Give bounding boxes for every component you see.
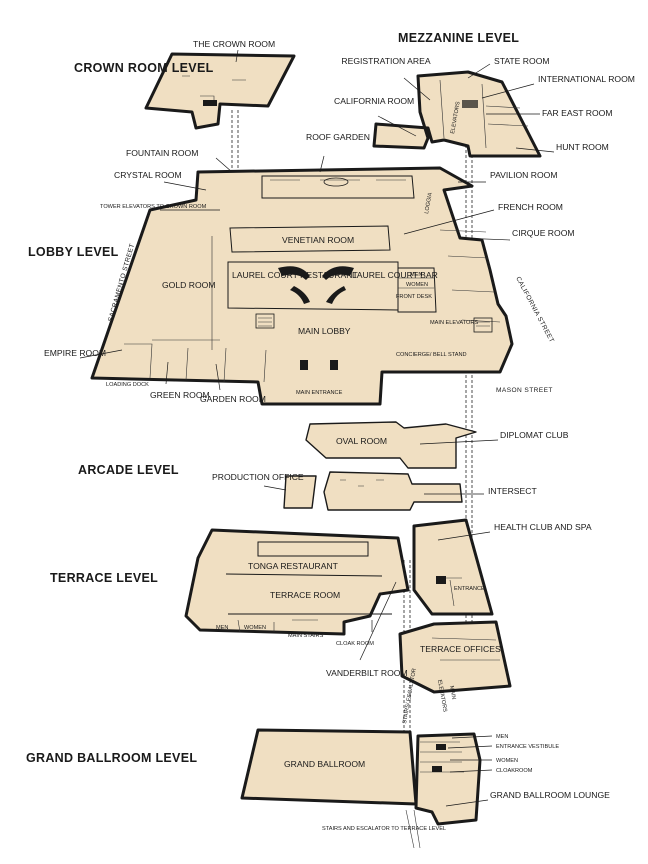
label-ballroom-men: MEN [496,734,508,740]
label-registration-area: REGISTRATION AREA [341,56,430,66]
label-intersect: INTERSECT [488,486,537,496]
label-cirque-room: CIRQUE ROOM [512,228,575,238]
label-front-desk: FRONT DESK [396,294,432,300]
label-california-room: CALIFORNIA ROOM [334,96,414,106]
arcade-level [283,421,477,511]
label-entrance-vestibule: ENTRANCE VESTIBULE [496,744,559,750]
label-main-entrance: MAIN ENTRANCE [296,390,343,396]
level-title-mezzanine: MEZZANINE LEVEL [398,31,519,45]
label-laurel-court-bar: LAUREL COURT BAR [352,270,438,280]
terrace-floor[interactable] [184,528,410,636]
label-state-room: STATE ROOM [494,56,550,66]
level-title-crown: CROWN ROOM LEVEL [74,61,214,75]
label-mason-street: MASON STREET [496,387,553,394]
label-grand-ballroom-lounge: GRAND BALLROOM LOUNGE [490,790,610,800]
level-title-ballroom: GRAND BALLROOM LEVEL [26,751,197,765]
label-gold-room: GOLD ROOM [162,280,215,290]
mezzanine-level [372,70,542,158]
label-terrace-offices: TERRACE OFFICES [420,644,501,654]
label-fountain-room: FOUNTAIN ROOM [126,148,198,158]
label-mezz-elevators: ELEVATORS [450,101,462,134]
label-cloak-room: CLOAK ROOM [336,641,374,647]
label-terrace-men: MEN [216,625,228,631]
leader-lines [79,49,555,807]
intersect-floor[interactable] [323,471,463,511]
production-office-floor[interactable] [283,475,317,509]
crown-room-floor[interactable] [144,52,296,130]
level-title-arcade: ARCADE LEVEL [78,463,179,477]
label-hunt-room: HUNT ROOM [556,142,609,152]
label-terrace-women: WOMEN [244,625,266,631]
label-terrace-elevators: ELEVATORS [436,679,448,712]
lobby-floor[interactable] [90,166,514,406]
label-crown-room: THE CROWN ROOM [193,39,275,49]
label-green-room: GREEN ROOM [150,390,210,400]
label-french-room: FRENCH ROOM [498,202,563,212]
label-crystal-room: CRYSTAL ROOM [114,170,182,180]
label-cloakroom: CLOAKROOM [496,768,533,774]
label-loggia: LOGGIA [424,192,434,214]
label-terrace-entrance: ENTRANCE [454,586,485,592]
label-concierge: CONCIERGE/ BELL STAND [396,352,467,358]
label-diplomat-club: DIPLOMAT CLUB [500,430,569,440]
label-tonga-restaurant: TONGA RESTAURANT [248,561,339,571]
label-loading-dock: LOADING DOCK [106,382,149,388]
label-garden-room: GARDEN ROOM [200,394,266,404]
label-main-elevators: MAIN ELEVATORS [430,320,478,326]
label-ballroom-women: WOMEN [496,758,518,764]
grand-ballroom-level [240,728,482,849]
crown-room-level [144,52,296,130]
level-title-lobby: LOBBY LEVEL [28,245,119,259]
label-california-street: CALIFORNIA STREET [514,276,555,345]
label-roof-garden: ROOF GARDEN [306,132,370,142]
health-club-floor[interactable] [412,518,494,616]
label-lobby-men: MEN [410,272,422,278]
lobby-level [90,166,514,406]
label-far-east-room: FAR EAST ROOM [542,108,613,118]
level-title-terrace: TERRACE LEVEL [50,571,158,585]
label-oval-room: OVAL ROOM [336,436,387,446]
label-vanderbilt-room: VANDERBILT ROOM [326,668,408,678]
label-pavilion-room: PAVILION ROOM [490,170,558,180]
label-lobby-women: WOMEN [406,282,428,288]
label-main-stairs: MAIN STAIRS [288,633,324,639]
label-production-office: PRODUCTION OFFICE [212,472,304,482]
oval-room-floor[interactable] [305,421,477,469]
label-terrace-room: TERRACE ROOM [270,590,340,600]
label-stairs-to-terrace: STAIRS AND ESCALATOR TO TERRACE LEVEL [322,826,446,832]
label-international-room: INTERNATIONAL ROOM [538,74,635,84]
mezzanine-floor[interactable] [372,70,542,158]
label-registration: REGISTRATION AREA [341,56,430,66]
label-laurel-court-restaurant: LAUREL COURT RESTAURANT [232,270,358,280]
label-terrace-main: MAIN [448,685,456,700]
label-empire-room: EMPIRE ROOM [44,348,106,358]
ballroom-lounge-floor[interactable] [414,732,482,826]
label-health-club: HEALTH CLUB AND SPA [494,522,592,532]
label-tower-elevators: TOWER ELEVATORS TO CROWN ROOM [100,204,207,210]
label-venetian-room: VENETIAN ROOM [282,235,354,245]
label-grand-ballroom: GRAND BALLROOM [284,759,365,769]
terrace-level [184,518,512,694]
label-main-lobby: MAIN LOBBY [298,326,351,336]
terrace-offices-floor[interactable] [398,620,512,694]
